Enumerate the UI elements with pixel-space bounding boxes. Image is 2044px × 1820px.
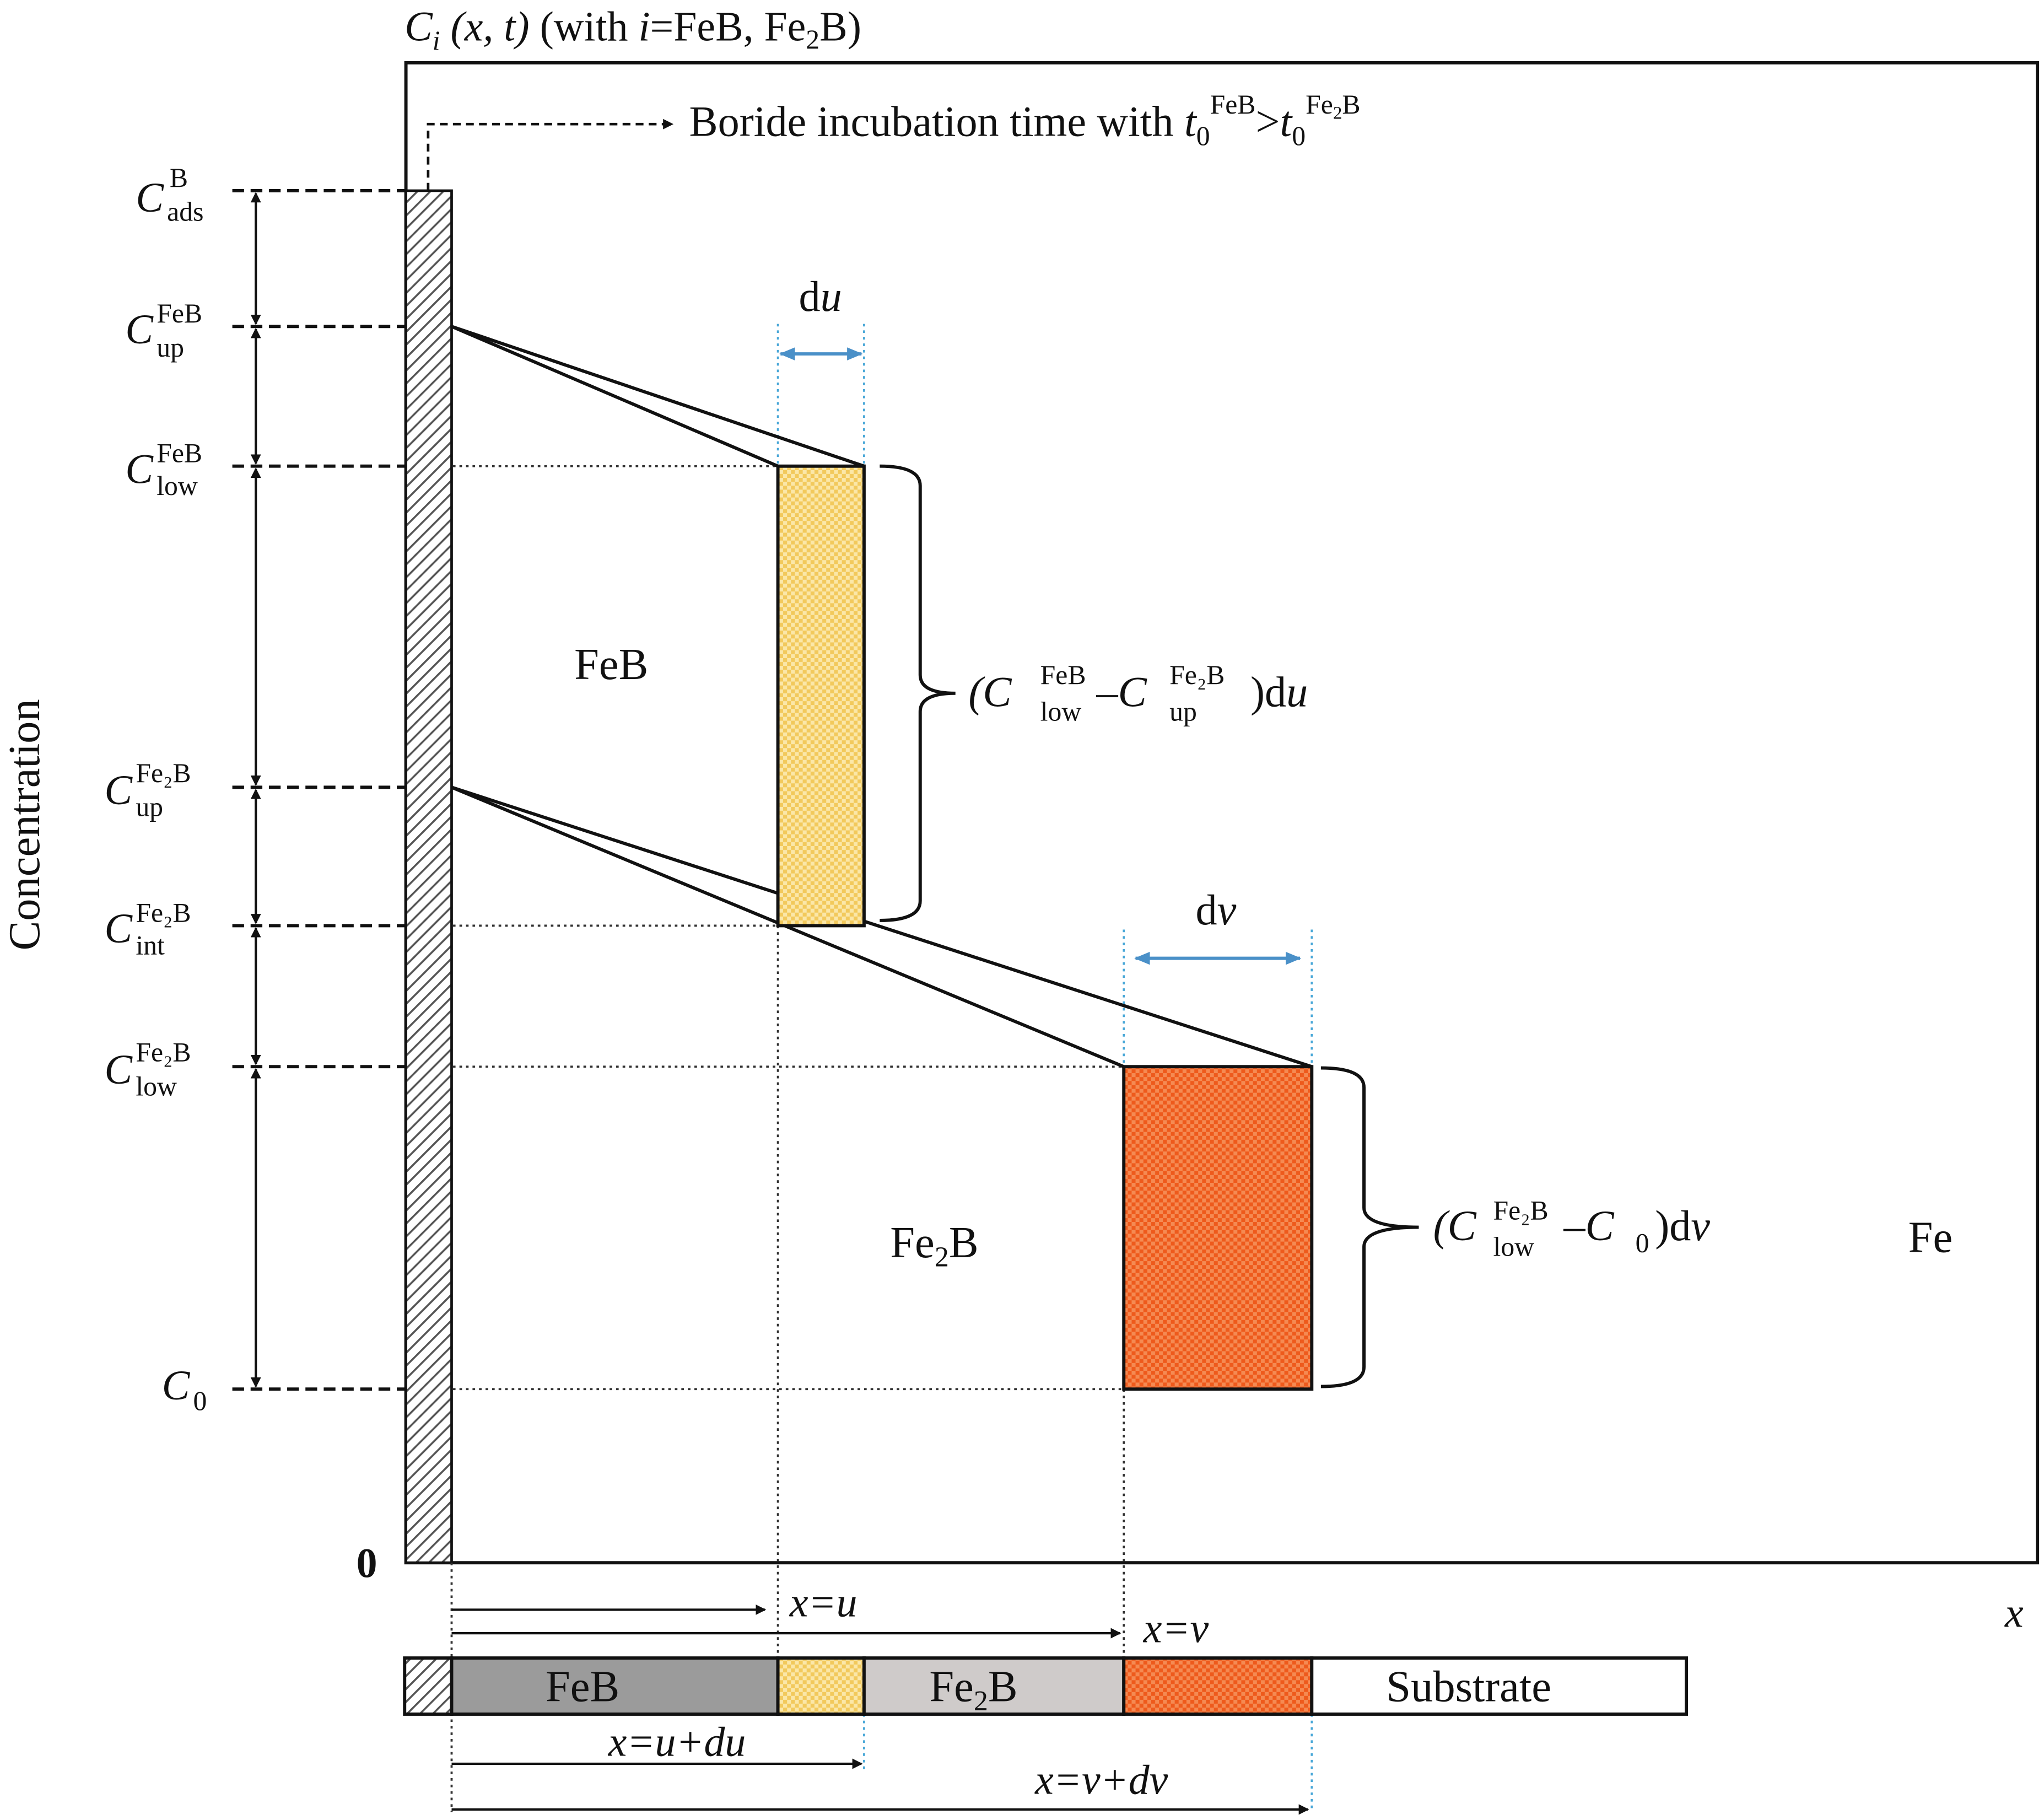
x-axis-label: x: [2004, 1590, 2024, 1636]
svg-text:0: 0: [193, 1386, 207, 1416]
svg-text:C: C: [104, 1047, 133, 1093]
svg-text:low: low: [157, 471, 198, 501]
level-label-ads: C ads B: [136, 163, 203, 227]
svg-text:)du: )du: [1250, 668, 1308, 716]
bar-substrate-segment: [1310, 1656, 1689, 1716]
svg-text:0: 0: [1636, 1228, 1649, 1258]
region-label-fe: Fe: [1908, 1213, 1953, 1262]
x-u-label: x=u: [789, 1579, 857, 1625]
svg-text:–C: –C: [1563, 1202, 1614, 1250]
origin-label: 0: [357, 1540, 377, 1586]
svg-text:C: C: [125, 446, 154, 493]
svg-text:low: low: [1040, 697, 1082, 727]
bar-substrate-label: Substrate: [1386, 1662, 1551, 1711]
svg-text:FeB: FeB: [157, 438, 202, 469]
x-v-label: x=v: [1143, 1606, 1209, 1652]
dv-label: dv: [1196, 886, 1237, 934]
region-label-feb: FeB: [574, 640, 648, 689]
svg-text:up: up: [136, 791, 163, 822]
fe2b-brace-label: (C Fe₂B low –C 0 )dv: [1433, 1195, 1711, 1262]
layer-bar: FeB Fe2B Substrate: [403, 1656, 1689, 1717]
profile-feb-1: [451, 325, 779, 468]
level-label-low-fe2b: C low Fe₂B: [104, 1037, 191, 1102]
adsorption-layer: [405, 189, 453, 1564]
svg-text:C: C: [125, 306, 154, 353]
feb-brace: [880, 464, 956, 922]
bar-dv-segment: [1122, 1656, 1314, 1716]
level-label-up-fe2b: C up Fe₂B: [104, 758, 191, 822]
svg-text:Fe₂B: Fe₂B: [136, 758, 191, 788]
svg-text:Fe₂B: Fe₂B: [136, 897, 191, 928]
svg-text:–C: –C: [1096, 668, 1147, 716]
x-vdv-label: x=v+dv: [1034, 1757, 1168, 1803]
profile-feb-2: [451, 325, 865, 468]
bar-hatch-segment: [403, 1656, 454, 1716]
svg-text:ads: ads: [167, 196, 203, 227]
header-title: Ci (x, t) (with i=FeB, Fe2B): [405, 4, 861, 56]
svg-text:up: up: [157, 332, 184, 363]
level-label-int-fe2b: C int Fe₂B: [104, 897, 191, 960]
svg-text:)dv: )dv: [1655, 1202, 1710, 1250]
svg-text:C: C: [136, 175, 164, 221]
incubation-label: Boride incubation time with t0FeB>t0Fe2B: [689, 89, 1361, 151]
bar-du-segment: [776, 1656, 866, 1716]
feb-brace-label: (C FeB low –C Fe₂B up )du: [968, 660, 1308, 726]
fe2b-brace: [1320, 1066, 1419, 1388]
level-label-up-feb: C up FeB: [125, 298, 202, 363]
incubation-arrow: [427, 119, 674, 191]
svg-text:C: C: [162, 1363, 191, 1409]
svg-text:Fe₂B: Fe₂B: [1169, 660, 1225, 690]
svg-text:(C: (C: [968, 668, 1012, 716]
profile-fe2b-2: [451, 785, 1313, 1069]
svg-text:int: int: [136, 930, 165, 961]
bar-feb-label: FeB: [546, 1662, 619, 1711]
bar-feb-segment: [450, 1656, 780, 1716]
svg-text:Fe₂B: Fe₂B: [136, 1037, 191, 1068]
du-label: du: [799, 272, 842, 320]
svg-text:(C: (C: [1433, 1202, 1477, 1250]
feb-increment-rect: [776, 464, 866, 928]
level-label-low-feb: C low FeB: [125, 438, 202, 501]
svg-text:FeB: FeB: [157, 298, 202, 329]
region-label-fe2b: Fe2B: [890, 1218, 978, 1273]
svg-text:Fe₂B: Fe₂B: [1493, 1195, 1549, 1225]
svg-text:B: B: [170, 163, 188, 193]
svg-text:FeB: FeB: [1040, 660, 1086, 690]
svg-text:low: low: [136, 1071, 177, 1101]
svg-text:C: C: [104, 767, 133, 814]
svg-text:C: C: [104, 906, 133, 952]
bar-fe2b-label: Fe2B: [929, 1662, 1017, 1717]
svg-text:low: low: [1493, 1232, 1535, 1262]
fe2b-increment-rect: [1122, 1065, 1314, 1391]
bar-fe2b-segment: [862, 1656, 1126, 1716]
y-axis-label: Concentration: [0, 699, 49, 950]
level-label-c0: C 0: [162, 1363, 207, 1416]
svg-text:up: up: [1169, 697, 1197, 727]
x-udu-label: x=u+du: [608, 1719, 746, 1765]
